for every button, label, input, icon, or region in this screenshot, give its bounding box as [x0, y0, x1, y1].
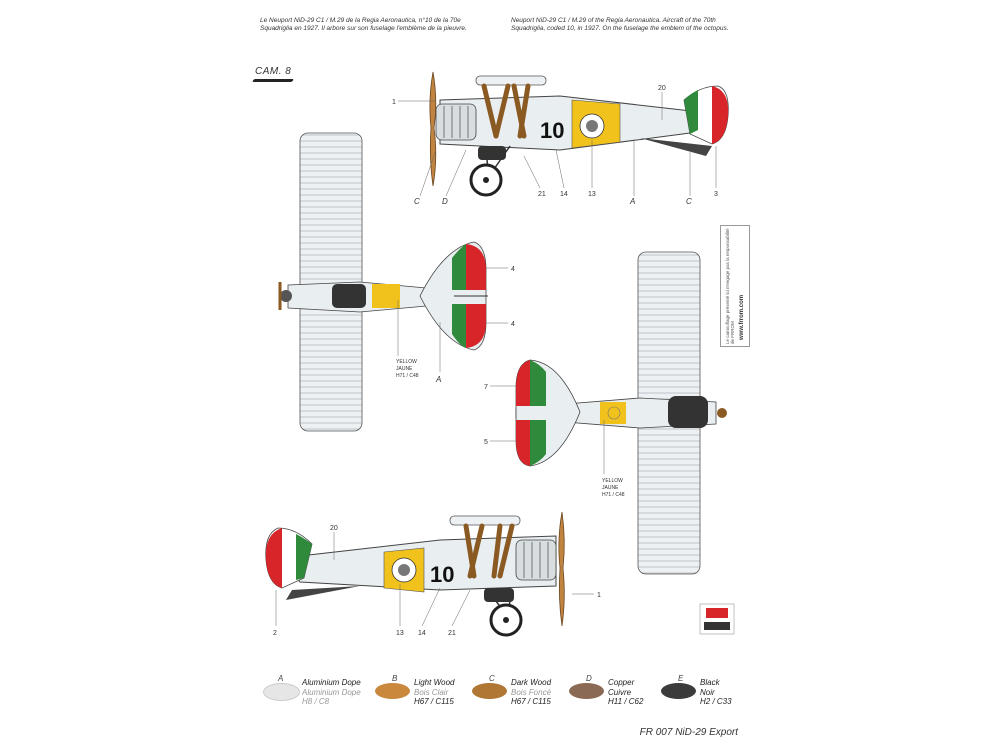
callout-5: 5: [484, 439, 488, 446]
camo-label: CAM. 8: [255, 66, 292, 77]
upper-wing: [475, 75, 547, 86]
swatch-copper: [569, 683, 604, 699]
swatch-dark-wood: [472, 683, 507, 699]
propeller-b: [558, 511, 565, 627]
website-label: www.frrom.com: [739, 294, 745, 340]
brand-logo: [699, 603, 735, 635]
callout-13: 13: [588, 191, 596, 198]
callout-1b: 1: [597, 592, 601, 599]
propeller: [429, 71, 437, 187]
disclaimer-tag: Le camouflage présenté ici n'engage pas …: [720, 225, 750, 347]
caption-english: Neuport NiD-29 C1 / M.29 of the Regia Ae…: [511, 17, 729, 32]
callout-a-top: A: [435, 375, 441, 384]
upper-wing-b: [449, 515, 521, 526]
yellow-label-u2: JAUNE: [602, 485, 619, 491]
callout-a: A: [629, 197, 635, 206]
profile-bottom: 10 20 2 13 14 21 1: [265, 511, 601, 637]
aircraft-number: 10: [540, 118, 564, 143]
callout-1: 1: [392, 99, 396, 106]
callout-13b: 13: [396, 630, 404, 637]
yellow-label-u3: H71 / C48: [602, 492, 625, 498]
yellow-label-2: JAUNE: [396, 366, 413, 372]
footer-title: FR 007 NiD-29 Export: [639, 727, 738, 738]
yellow-label-3: H71 / C48: [396, 373, 419, 379]
callout-c: C: [414, 197, 420, 206]
swatch-light-wood: [375, 683, 410, 699]
callout-7: 7: [484, 384, 488, 391]
yellow-label-1: YELLOW: [396, 359, 417, 365]
callout-20: 20: [658, 85, 666, 92]
swatch-black: [661, 683, 696, 699]
callout-c2: C: [686, 197, 692, 206]
swatch-aluminium: [263, 683, 300, 701]
plan-view-under: 7 5 YELLOW JAUNE H71 / C48: [484, 251, 727, 575]
profile-top: 10 1 C D 21 1: [392, 71, 729, 206]
callout-21: 21: [538, 191, 546, 198]
callout-20b: 20: [330, 525, 338, 532]
callout-21b: 21: [448, 630, 456, 637]
callout-4a: 4: [511, 266, 515, 273]
aircraft-number-b: 10: [430, 562, 454, 587]
callout-d: D: [442, 197, 448, 206]
callout-4b: 4: [511, 321, 515, 328]
callout-14: 14: [560, 191, 568, 198]
yellow-label-u1: YELLOW: [602, 478, 623, 484]
plan-view-top: 4 4 A YELLOW JAUNE H71 / C48: [278, 132, 515, 432]
caption-french: Le Neuport NiD-29 C1 / M.29 de la Regia …: [260, 17, 467, 32]
engine: [435, 103, 477, 141]
callout-3: 3: [714, 191, 718, 198]
callout-2: 2: [273, 630, 277, 637]
callout-14b: 14: [418, 630, 426, 637]
